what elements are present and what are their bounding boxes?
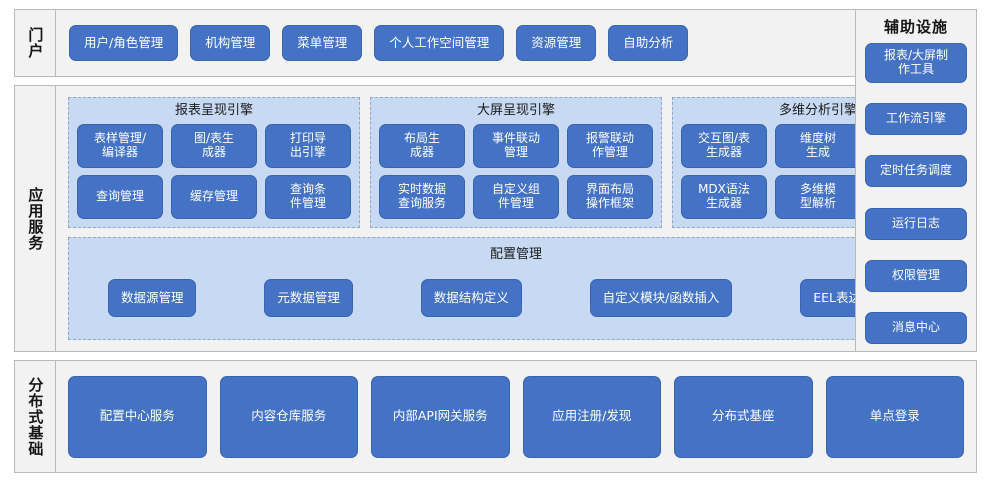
auxiliary-item-scheduled-task[interactable]: 定时任务调度 <box>865 155 967 188</box>
application-services-layer-label: 应用服务 <box>15 86 56 351</box>
auxiliary-item-permission[interactable]: 权限管理 <box>865 259 967 292</box>
engine-item-ui-layout-framework[interactable]: 界面布局 操作框架 <box>567 174 653 219</box>
auxiliary-item-message-center[interactable]: 消息中心 <box>865 311 967 344</box>
base-item-config-center-service[interactable]: 配置中心服务 <box>68 375 207 458</box>
engine-item-layout-generator[interactable]: 布局生 成器 <box>379 123 465 168</box>
engine-group-report-items: 表样管理/ 编译器 图/表生 成器 打印导 出引擎 查询管理 缓存管理 查询条 … <box>77 123 351 219</box>
application-services-body: 报表呈现引擎 表样管理/ 编译器 图/表生 成器 打印导 出引擎 查询管理 缓存… <box>56 86 976 351</box>
auxiliary-item-workflow-engine[interactable]: 工作流引擎 <box>865 103 967 136</box>
engine-item-interactive-chart-generator[interactable]: 交互图/表 生成器 <box>681 123 767 168</box>
auxiliary-title: 辅助设施 <box>883 18 948 36</box>
portal-item-menu[interactable]: 菜单管理 <box>282 25 363 61</box>
base-item-content-repository-service[interactable]: 内容仓库服务 <box>219 375 358 458</box>
config-item-datasource-management[interactable]: 数据源管理 <box>107 279 197 318</box>
portal-item-self-service-analysis[interactable]: 自助分析 <box>608 25 689 61</box>
auxiliary-item-runtime-log[interactable]: 运行日志 <box>865 207 967 240</box>
engine-item-event-linkage-management[interactable]: 事件联动 管理 <box>473 123 559 168</box>
engine-item-custom-component-management[interactable]: 自定义组 件管理 <box>473 174 559 219</box>
config-item-custom-module-function[interactable]: 自定义模块/函数插入 <box>589 279 733 318</box>
engine-item-multidim-model-parsing[interactable]: 多维模 型解析 <box>775 174 861 219</box>
portal-item-user-role[interactable]: 用户/角色管理 <box>69 25 179 61</box>
portal-layer-label: 门户 <box>15 10 56 76</box>
engine-item-print-export-engine[interactable]: 打印导 出引擎 <box>265 123 351 168</box>
engine-item-dimension-tree-generation[interactable]: 维度树 生成 <box>775 123 861 168</box>
base-item-internal-api-gateway-service[interactable]: 内部API网关服务 <box>371 375 510 458</box>
engine-item-query-management[interactable]: 查询管理 <box>77 174 163 219</box>
auxiliary-items: 报表/大屏制 作工具 工作流引擎 定时任务调度 运行日志 权限管理 消息中心 <box>865 43 967 344</box>
distributed-base-layer-label: 分布式基础 <box>15 361 56 472</box>
config-management-group: 配置管理 数据源管理 元数据管理 数据结构定义 自定义模块/函数插入 EEL表达… <box>68 236 964 340</box>
auxiliary-panel: 辅助设施 报表/大屏制 作工具 工作流引擎 定时任务调度 运行日志 权限管理 消… <box>855 9 977 352</box>
config-item-metadata-management[interactable]: 元数据管理 <box>264 279 353 318</box>
config-management-title: 配置管理 <box>489 246 542 262</box>
portal-item-org[interactable]: 机构管理 <box>190 25 271 61</box>
engine-item-cache-management[interactable]: 缓存管理 <box>171 174 257 219</box>
base-item-single-sign-on[interactable]: 单点登录 <box>825 375 964 458</box>
portal-item-workspace[interactable]: 个人工作空间管理 <box>374 25 505 61</box>
engine-group-bigscreen-title: 大屏呈现引擎 <box>476 103 555 118</box>
engine-item-chart-table-generator[interactable]: 图/表生 成器 <box>171 123 257 168</box>
top-row: 门户 用户/角色管理 机构管理 菜单管理 个人工作空间管理 资源管理 自助分析 … <box>14 9 977 352</box>
engine-group-olap-title: 多维分析引擎 <box>778 103 857 118</box>
distributed-base-items: 配置中心服务 内容仓库服务 内部API网关服务 应用注册/发现 分布式基座 单点… <box>56 361 976 472</box>
engine-groups: 报表呈现引擎 表样管理/ 编译器 图/表生 成器 打印导 出引擎 查询管理 缓存… <box>68 97 964 228</box>
portal-items: 用户/角色管理 机构管理 菜单管理 个人工作空间管理 资源管理 自助分析 <box>56 10 976 76</box>
engine-group-report-title: 报表呈现引擎 <box>174 103 253 118</box>
auxiliary-item-report-bigscreen-tool[interactable]: 报表/大屏制 作工具 <box>865 43 967 83</box>
config-item-data-structure-definition[interactable]: 数据结构定义 <box>420 279 522 318</box>
engine-group-bigscreen: 大屏呈现引擎 布局生 成器 事件联动 管理 报警联动 作管理 实时数据 查询服务… <box>370 97 662 228</box>
engine-item-alarm-action-management[interactable]: 报警联动 作管理 <box>567 123 653 168</box>
base-item-app-registry-discovery[interactable]: 应用注册/发现 <box>522 375 661 458</box>
application-services-panel: 应用服务 报表呈现引擎 表样管理/ 编译器 图/表生 成器 打印导 出引擎 查询… <box>14 85 977 352</box>
portal-panel: 门户 用户/角色管理 机构管理 菜单管理 个人工作空间管理 资源管理 自助分析 <box>14 9 977 77</box>
portal-item-resource[interactable]: 资源管理 <box>516 25 597 61</box>
engine-item-query-condition-management[interactable]: 查询条 件管理 <box>265 174 351 219</box>
distributed-base-panel: 分布式基础 配置中心服务 内容仓库服务 内部API网关服务 应用注册/发现 分布… <box>14 360 977 473</box>
engine-item-realtime-data-query-service[interactable]: 实时数据 查询服务 <box>379 174 465 219</box>
engine-group-report: 报表呈现引擎 表样管理/ 编译器 图/表生 成器 打印导 出引擎 查询管理 缓存… <box>68 97 360 228</box>
middle-row: 应用服务 报表呈现引擎 表样管理/ 编译器 图/表生 成器 打印导 出引擎 查询… <box>14 85 977 352</box>
config-management-items: 数据源管理 元数据管理 数据结构定义 自定义模块/函数插入 EEL表达式解析器 <box>79 268 953 329</box>
base-item-distributed-foundation[interactable]: 分布式基座 <box>674 375 813 458</box>
engine-group-bigscreen-items: 布局生 成器 事件联动 管理 报警联动 作管理 实时数据 查询服务 自定义组 件… <box>379 123 653 219</box>
engine-item-template-manager[interactable]: 表样管理/ 编译器 <box>77 123 163 168</box>
engine-item-mdx-syntax-generator[interactable]: MDX语法 生成器 <box>681 174 767 219</box>
